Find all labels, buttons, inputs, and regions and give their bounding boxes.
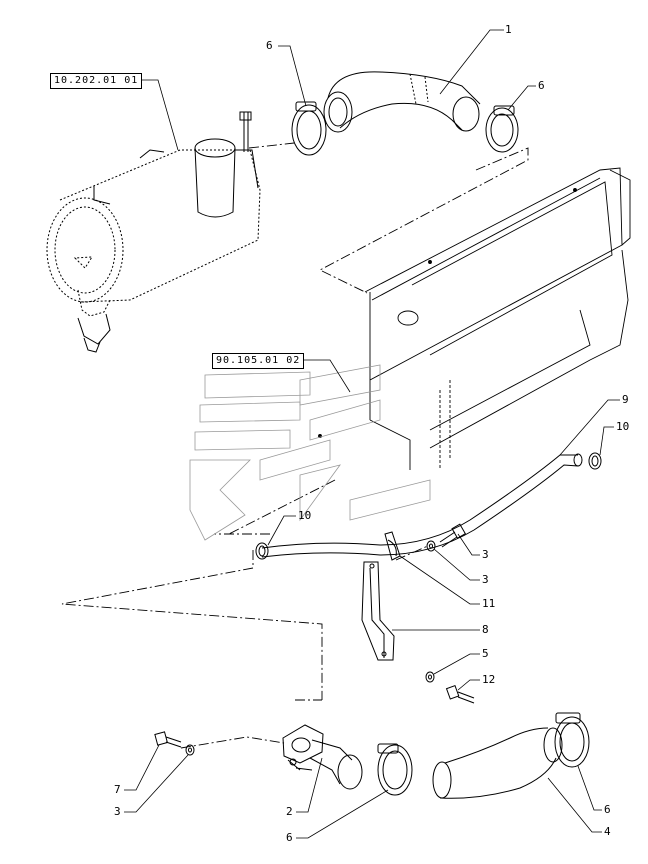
hose-clamp-upper-right [485,105,519,153]
bolt-7 [154,731,182,748]
breather-pipe-9 [261,453,583,558]
dust-valve [77,313,111,353]
bolt-upper [439,523,467,548]
background-logo-watermark [189,364,431,541]
hose-clamp-10-right [588,452,602,470]
hose-clamp-upper-left [291,101,327,156]
washer-bottom [185,744,195,756]
callout-6-top-right: 6 [538,79,545,92]
callout-3-bottom: 3 [114,805,121,818]
callout-11: 11 [482,597,495,610]
callout-6-bottom-right: 6 [604,803,611,816]
callout-3-upper: 3 [482,548,489,561]
support-bracket-8 [361,561,395,661]
washer-upper [426,540,436,552]
air-cleaner-body [46,149,261,317]
callout-1: 1 [505,23,512,36]
callout-6-top-left: 6 [266,39,273,52]
callout-3-lower: 3 [482,573,489,586]
restriction-indicator [239,111,252,152]
hose-clamp-bottom-right [554,712,590,768]
callout-2: 2 [286,805,293,818]
bolt-12 [445,684,475,704]
pipe-clip-11 [384,531,401,561]
callout-7: 7 [114,783,121,796]
callout-9: 9 [622,393,629,406]
assembly-centerlines [61,142,529,749]
hose-1-intake [323,71,481,133]
elbow-fitting-2 [282,724,363,790]
callout-6-bottom-left: 6 [286,831,293,844]
callout-5: 5 [482,647,489,660]
washer-lower [425,671,435,683]
reference-box-top: 10.202.01 01 [50,73,143,89]
callout-8: 8 [482,623,489,636]
hose-clamp-10-left [255,542,269,560]
reference-box-middle: 90.105.01 02 [212,353,305,369]
callout-4: 4 [604,825,611,838]
callout-10-left: 10 [298,509,311,522]
mounting-bracket [93,149,165,205]
hose-clamp-bottom-left [377,743,413,796]
callout-12: 12 [482,673,495,686]
air-cleaner-assembly [46,111,261,353]
callout-numbers: 1 6 6 9 10 10 3 3 11 8 5 12 7 3 2 6 6 4 [114,23,629,844]
hose-4-lower [432,727,563,799]
callout-10-right: 10 [616,420,629,433]
engine-side-panel [318,167,631,470]
air-cleaner-outlet-stub [194,138,259,218]
callout-leaders [124,29,620,839]
